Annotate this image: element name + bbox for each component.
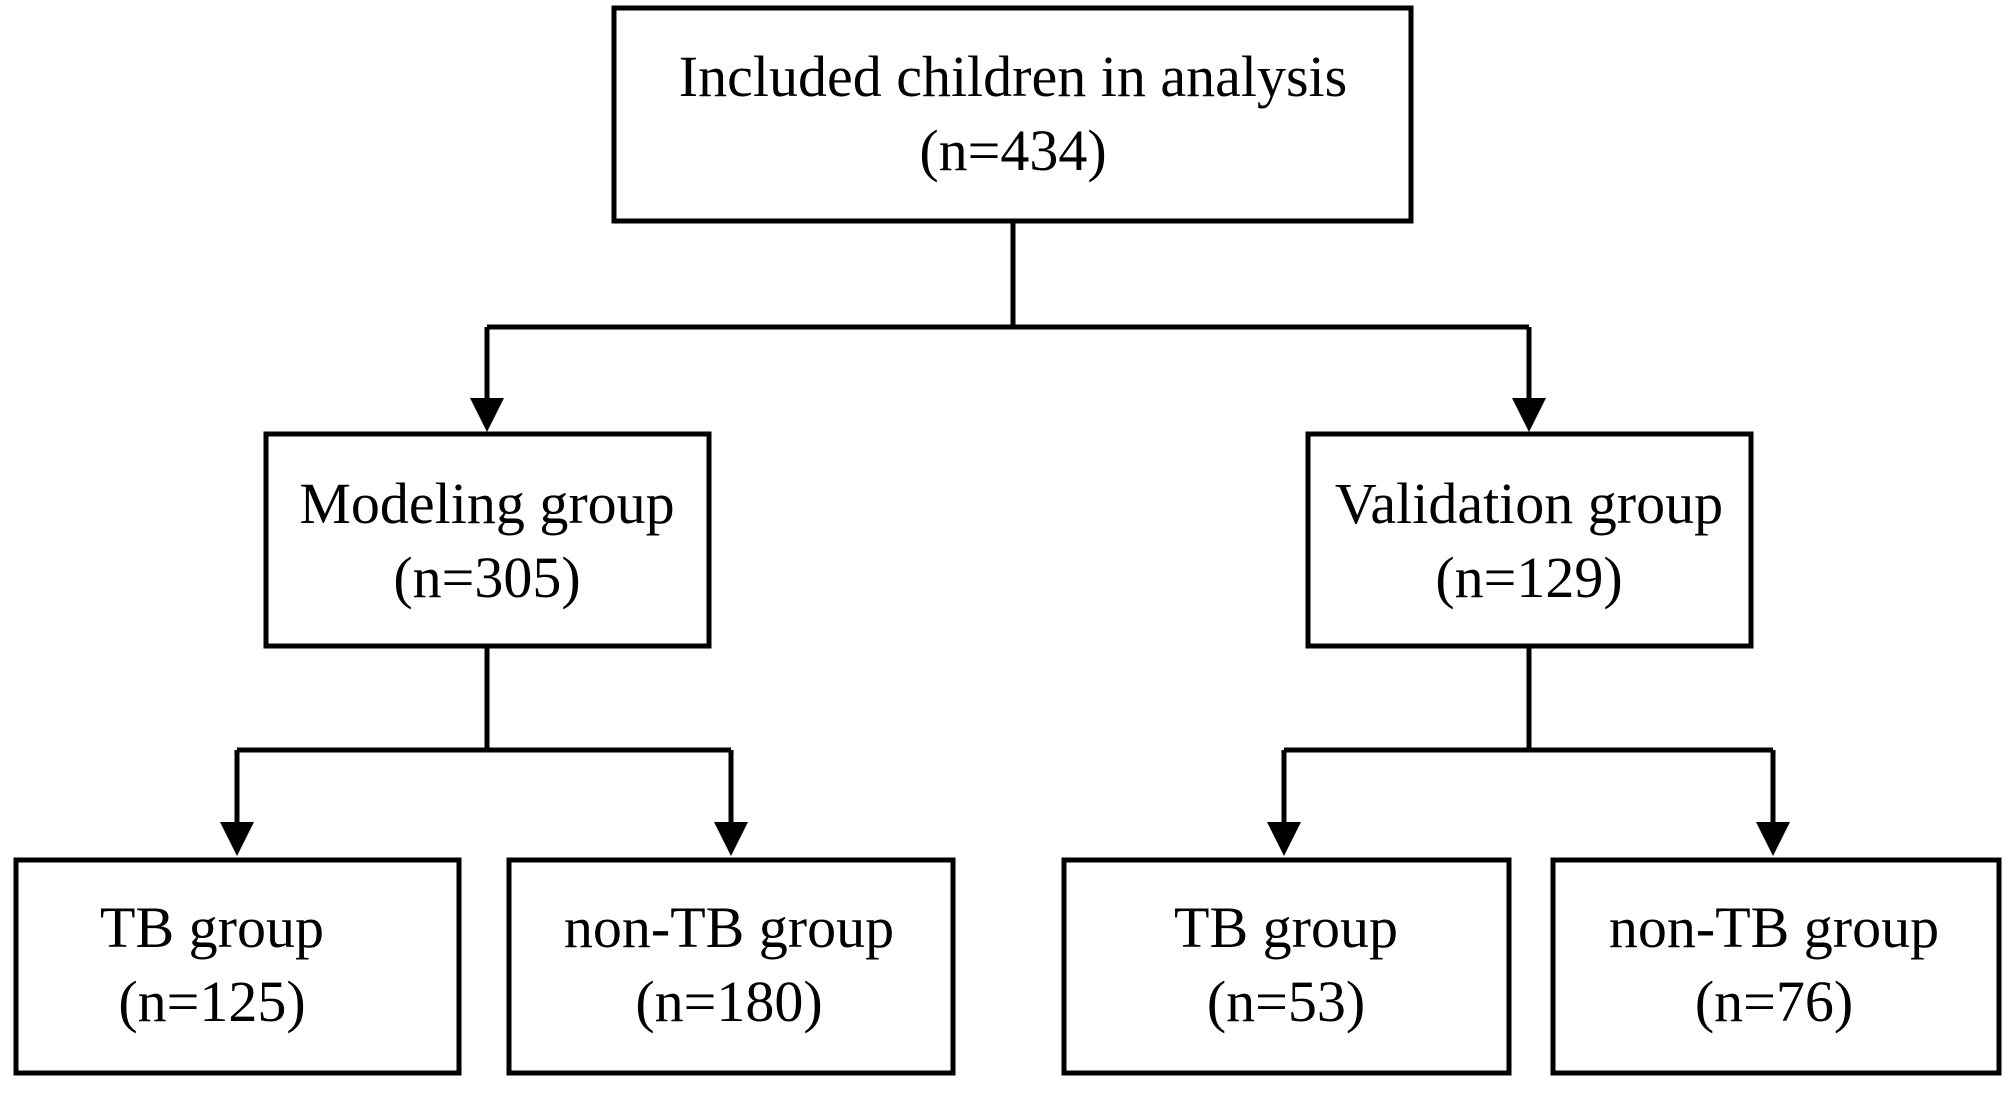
arrow-to-validation-tb [1267, 822, 1301, 856]
arrow-to-validation-nontb [1756, 822, 1790, 856]
node-validation-line2: (n=129) [1435, 545, 1622, 610]
node-validation-tb-box [1061, 857, 1512, 1076]
node-validation-box [1305, 431, 1754, 649]
node-validation-tb-line2: (n=53) [1207, 969, 1365, 1034]
connectors [220, 221, 1790, 856]
arrow-to-validation [1512, 398, 1546, 432]
node-validation-nontb-box [1550, 857, 2002, 1076]
node-modeling-box [263, 431, 712, 649]
node-root: Included children in analysis (n=434) [611, 5, 1414, 224]
node-modeling-tb-box [13, 857, 462, 1076]
arrow-to-modeling-tb [220, 822, 254, 856]
node-modeling-nontb: non-TB group (n=180) [506, 857, 956, 1076]
arrow-to-modeling-nontb [714, 822, 748, 856]
node-modeling-tb-line1: TB group [100, 895, 324, 960]
node-validation-nontb: non-TB group (n=76) [1550, 857, 2002, 1076]
node-modeling-line2: (n=305) [393, 545, 580, 610]
node-modeling-nontb-line1: non-TB group [564, 895, 894, 960]
node-modeling: Modeling group (n=305) [263, 431, 712, 649]
node-modeling-tb: TB group (n=125) [13, 857, 462, 1076]
node-root-line1: Included children in analysis [679, 44, 1347, 109]
node-root-line2: (n=434) [919, 118, 1106, 183]
node-modeling-line1: Modeling group [299, 471, 674, 536]
node-modeling-tb-line2: (n=125) [118, 969, 305, 1034]
node-validation-tb-line1: TB group [1174, 895, 1398, 960]
node-modeling-nontb-line2: (n=180) [635, 969, 822, 1034]
node-validation: Validation group (n=129) [1305, 431, 1754, 649]
node-validation-tb: TB group (n=53) [1061, 857, 1512, 1076]
node-validation-nontb-line1: non-TB group [1609, 895, 1939, 960]
node-validation-nontb-line2: (n=76) [1695, 969, 1853, 1034]
arrow-to-modeling [470, 398, 504, 432]
node-modeling-nontb-box [506, 857, 956, 1076]
node-validation-line1: Validation group [1335, 471, 1723, 536]
node-root-box [611, 5, 1414, 224]
